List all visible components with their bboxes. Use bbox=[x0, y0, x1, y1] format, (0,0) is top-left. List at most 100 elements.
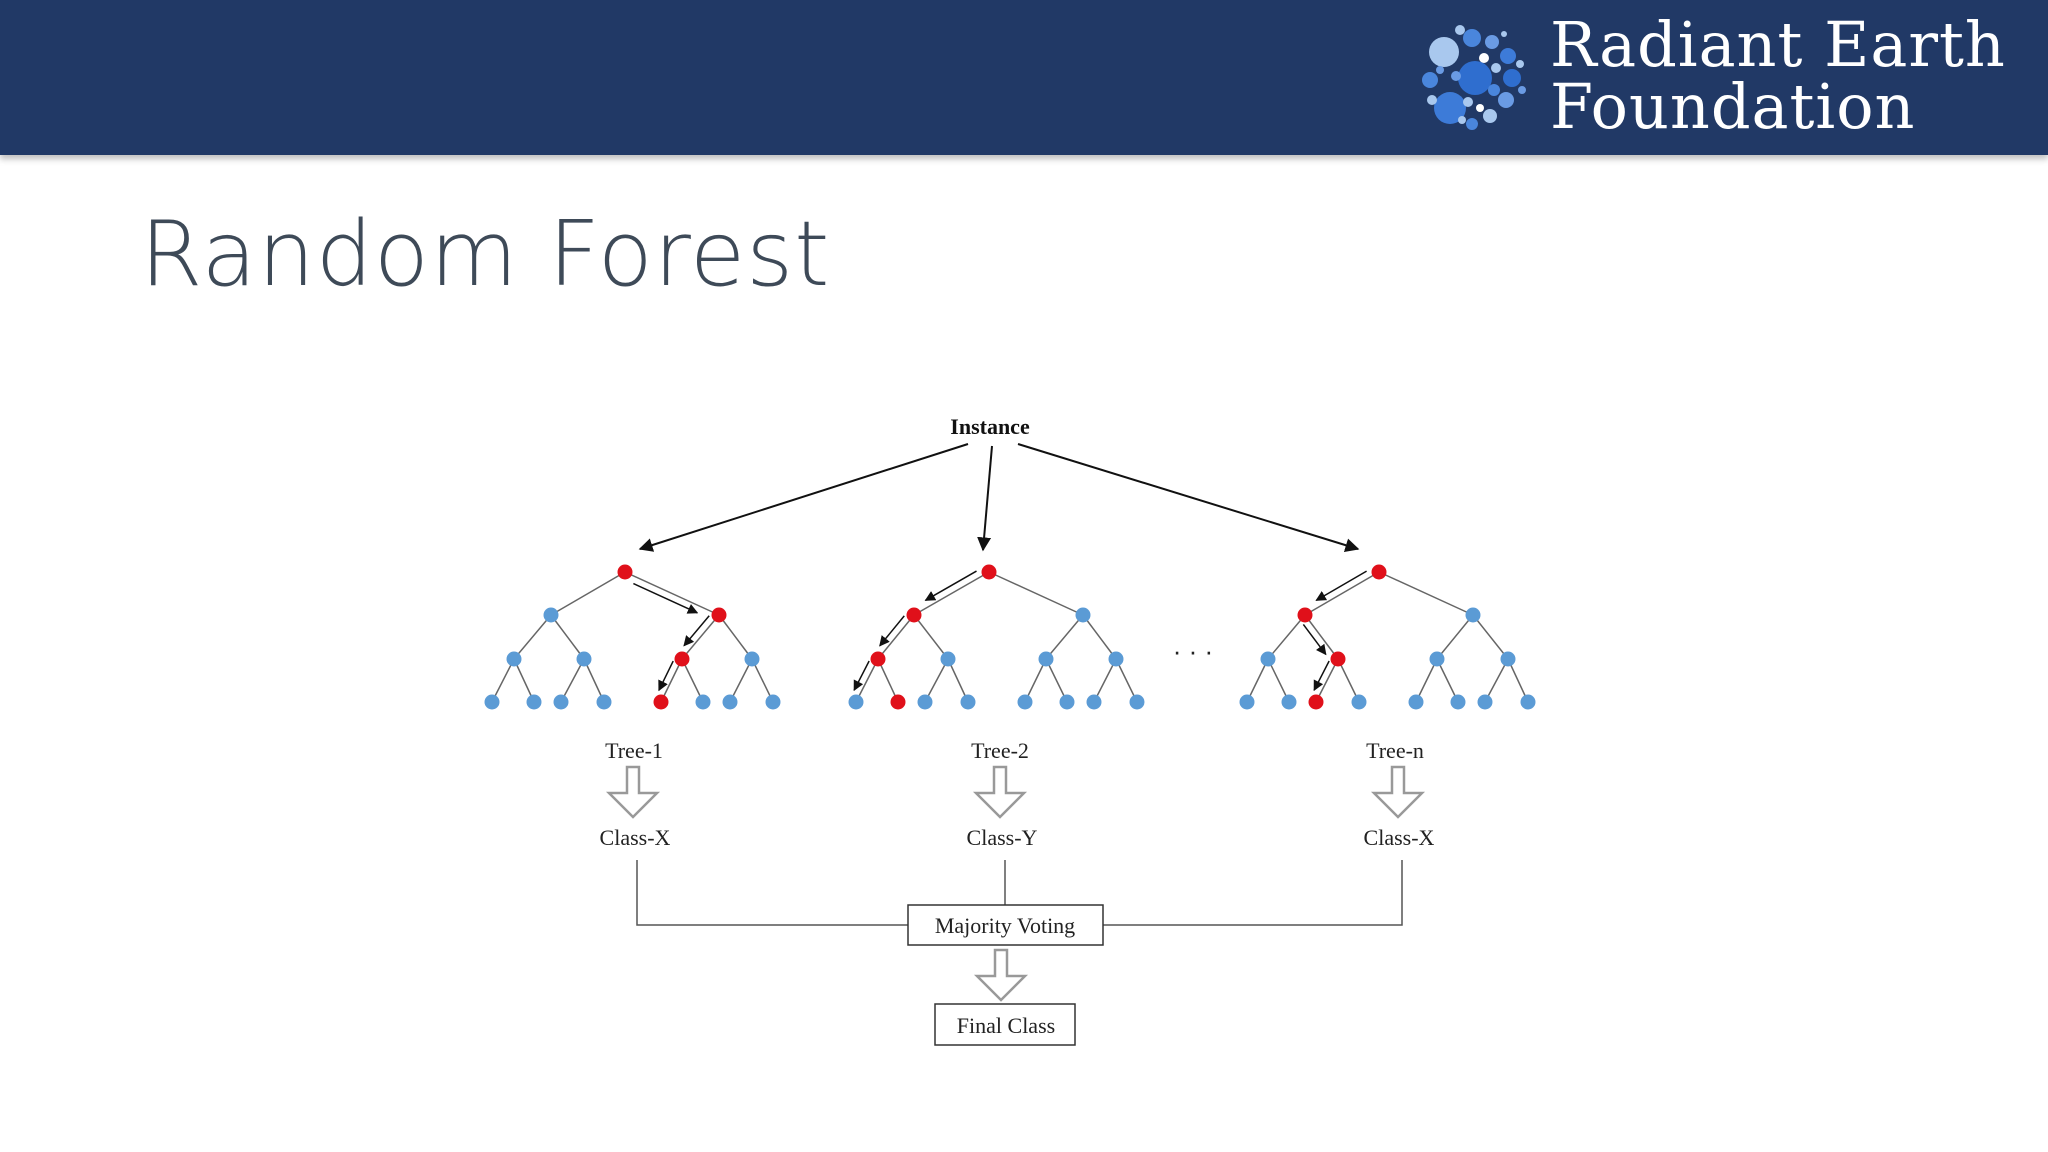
tree-2-result: Class-Y bbox=[967, 825, 1038, 850]
tree-2 bbox=[848, 564, 1145, 710]
final-class-label: Final Class bbox=[957, 1013, 1055, 1038]
tree-1-node bbox=[722, 694, 738, 710]
hollow-arrows-layer bbox=[605, 765, 1426, 1002]
tree-2-node bbox=[960, 694, 976, 710]
tree-n-edge bbox=[1484, 658, 1509, 703]
brand-line-1: Radiant Earth bbox=[1550, 8, 2006, 81]
tree-1-node bbox=[744, 651, 760, 667]
tree-2-edge bbox=[877, 658, 899, 703]
tree-2-edge bbox=[988, 571, 1084, 616]
tree-1-edge bbox=[513, 658, 535, 703]
tree-1-label: Tree-1 bbox=[605, 738, 663, 763]
tree-n-node bbox=[1408, 694, 1424, 710]
tree-n-node bbox=[1450, 694, 1466, 710]
tree-1-edge bbox=[681, 658, 704, 703]
majority-voting-label: Majority Voting bbox=[935, 913, 1075, 938]
tree-n-edge bbox=[1436, 614, 1474, 660]
tree-1-edge bbox=[660, 658, 683, 703]
tree-1-edge bbox=[513, 614, 552, 660]
tree-n-node bbox=[1520, 694, 1536, 710]
trees-layer bbox=[484, 564, 1536, 710]
tree-1-node bbox=[543, 607, 559, 623]
brand-line-2: Foundation bbox=[1550, 70, 1916, 143]
tree-1-active-node bbox=[711, 607, 727, 623]
tree-2-active-node bbox=[890, 694, 906, 710]
tree-1-node bbox=[695, 694, 711, 710]
tree-1-node bbox=[765, 694, 781, 710]
tree-2-active-node bbox=[981, 564, 997, 580]
tree-1-path-arrow bbox=[633, 582, 699, 614]
tree-n-edge bbox=[1472, 614, 1509, 660]
tree-1-path-arrow bbox=[683, 615, 710, 647]
tree-1-edge bbox=[550, 571, 626, 616]
tree-1-node bbox=[596, 694, 612, 710]
tree-1-edge bbox=[583, 658, 605, 703]
tree-n-result: Class-X bbox=[1364, 825, 1435, 850]
tree-n-edge bbox=[1507, 658, 1529, 703]
tree-n-active-node bbox=[1308, 694, 1324, 710]
tree-n-path-arrow bbox=[1302, 624, 1327, 656]
tree-2-path-arrow bbox=[879, 615, 905, 647]
tree-n-edge bbox=[1304, 614, 1339, 660]
tree-n-label: Tree-n bbox=[1366, 738, 1424, 763]
tree-n-node bbox=[1500, 651, 1516, 667]
tree-n-edge bbox=[1315, 658, 1339, 703]
tree-n-edge bbox=[1267, 658, 1290, 703]
tree-2-edge bbox=[1024, 658, 1047, 703]
tree-2-edge bbox=[1093, 658, 1117, 703]
dots-circle-logo-icon bbox=[1422, 25, 1526, 130]
hollow-arrow-down-icon bbox=[972, 765, 1028, 819]
instance-arrow-2 bbox=[977, 445, 993, 552]
tree-n-node bbox=[1281, 694, 1297, 710]
tree-1-node bbox=[526, 694, 542, 710]
tree-2-node bbox=[1108, 651, 1124, 667]
tree-2-edge bbox=[877, 614, 915, 660]
tree-2-active-node bbox=[906, 607, 922, 623]
header-bar: Radiant Earth Foundation bbox=[0, 0, 2048, 155]
tree-n-path-arrow bbox=[1313, 660, 1330, 692]
tree-n-active-node bbox=[1371, 564, 1387, 580]
tree-1-edge bbox=[491, 658, 515, 703]
tree-1-edge bbox=[729, 658, 753, 703]
tree-n-edge bbox=[1415, 658, 1438, 703]
instance-arrow-1 bbox=[638, 443, 969, 552]
tree-2-path-arrow bbox=[924, 570, 977, 601]
tree-n-node bbox=[1465, 607, 1481, 623]
tree-n-path-arrow bbox=[1315, 570, 1367, 601]
tree-2-edge bbox=[913, 571, 990, 616]
ellipsis-label: · · · bbox=[1173, 636, 1213, 666]
tree-1-edge bbox=[624, 571, 720, 616]
tree-2-node bbox=[917, 694, 933, 710]
tree-n-node bbox=[1351, 694, 1367, 710]
tree-2-node bbox=[1129, 694, 1145, 710]
tree-2-label: Tree-2 bbox=[971, 738, 1029, 763]
tree-n-edge bbox=[1337, 658, 1360, 703]
instance-label: Instance bbox=[950, 414, 1030, 439]
tree-1-active-node bbox=[674, 651, 690, 667]
connector-tree-n bbox=[1103, 860, 1403, 926]
tree-n-edge bbox=[1246, 658, 1269, 703]
tree-n-node bbox=[1477, 694, 1493, 710]
tree-2-node bbox=[1075, 607, 1091, 623]
tree-2-edge bbox=[1045, 658, 1068, 703]
tree-n-node bbox=[1260, 651, 1276, 667]
tree-n-edge bbox=[1378, 571, 1474, 616]
tree-1-edge bbox=[681, 614, 720, 660]
tree-n-node bbox=[1239, 694, 1255, 710]
tree-2-active-node bbox=[870, 651, 886, 667]
tree-1-node bbox=[484, 694, 500, 710]
tree-2-edge bbox=[855, 658, 879, 703]
tree-n-active-node bbox=[1297, 607, 1313, 623]
tree-1-path-arrow bbox=[658, 660, 674, 692]
tree-n-node bbox=[1429, 651, 1445, 667]
connector-tree-1 bbox=[636, 860, 908, 926]
tree-2-edge bbox=[1115, 658, 1138, 703]
hollow-arrow-down-icon bbox=[973, 948, 1029, 1002]
tree-1-node bbox=[576, 651, 592, 667]
tree-n-active-node bbox=[1330, 651, 1346, 667]
tree-2-node bbox=[848, 694, 864, 710]
tree-n-edge bbox=[1304, 571, 1380, 616]
tree-1-active-node bbox=[617, 564, 633, 580]
slide-title: Random Forest bbox=[140, 202, 831, 307]
